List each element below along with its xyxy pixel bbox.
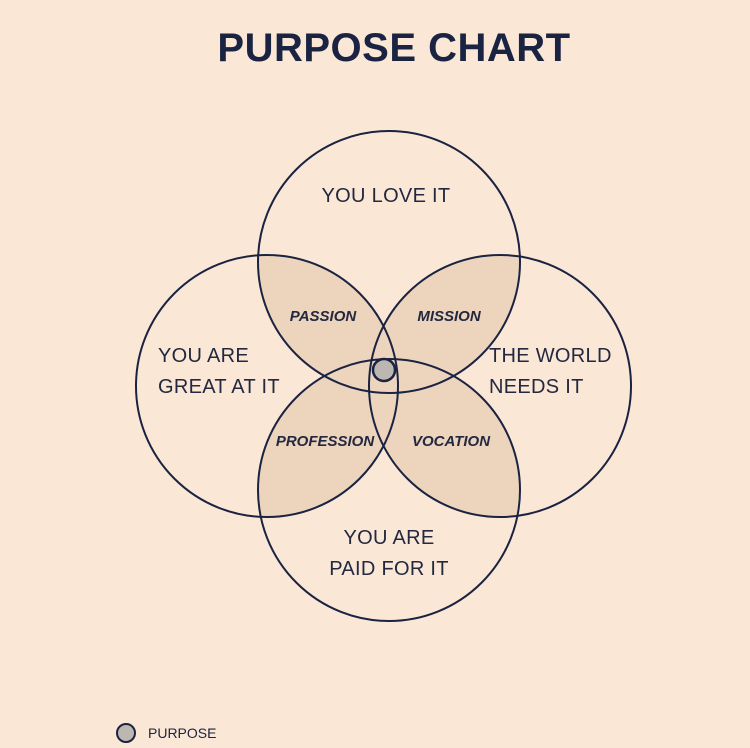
circle-great	[135, 254, 399, 518]
label-great-line2: GREAT AT IT	[158, 376, 280, 398]
label-love: YOU LOVE IT	[322, 185, 451, 207]
label-mission: MISSION	[417, 308, 482, 325]
label-passion: PASSION	[290, 308, 358, 325]
circle-love	[257, 130, 521, 394]
purpose-marker	[371, 357, 397, 383]
label-paid-line1: YOU ARE	[343, 527, 434, 549]
label-paid-line2: PAID FOR IT	[329, 558, 449, 580]
page-title: PURPOSE CHART	[217, 26, 571, 70]
purpose-legend-icon	[116, 723, 136, 743]
label-profession: PROFESSION	[276, 433, 376, 450]
label-world-line2: NEEDS IT	[489, 376, 584, 398]
legend: PURPOSE	[116, 720, 216, 746]
label-vocation: VOCATION	[412, 433, 491, 450]
label-great-line1: YOU ARE	[158, 345, 249, 367]
label-world-line1: THE WORLD	[489, 345, 612, 367]
legend-label: PURPOSE	[148, 725, 217, 741]
circle-world	[368, 254, 632, 518]
